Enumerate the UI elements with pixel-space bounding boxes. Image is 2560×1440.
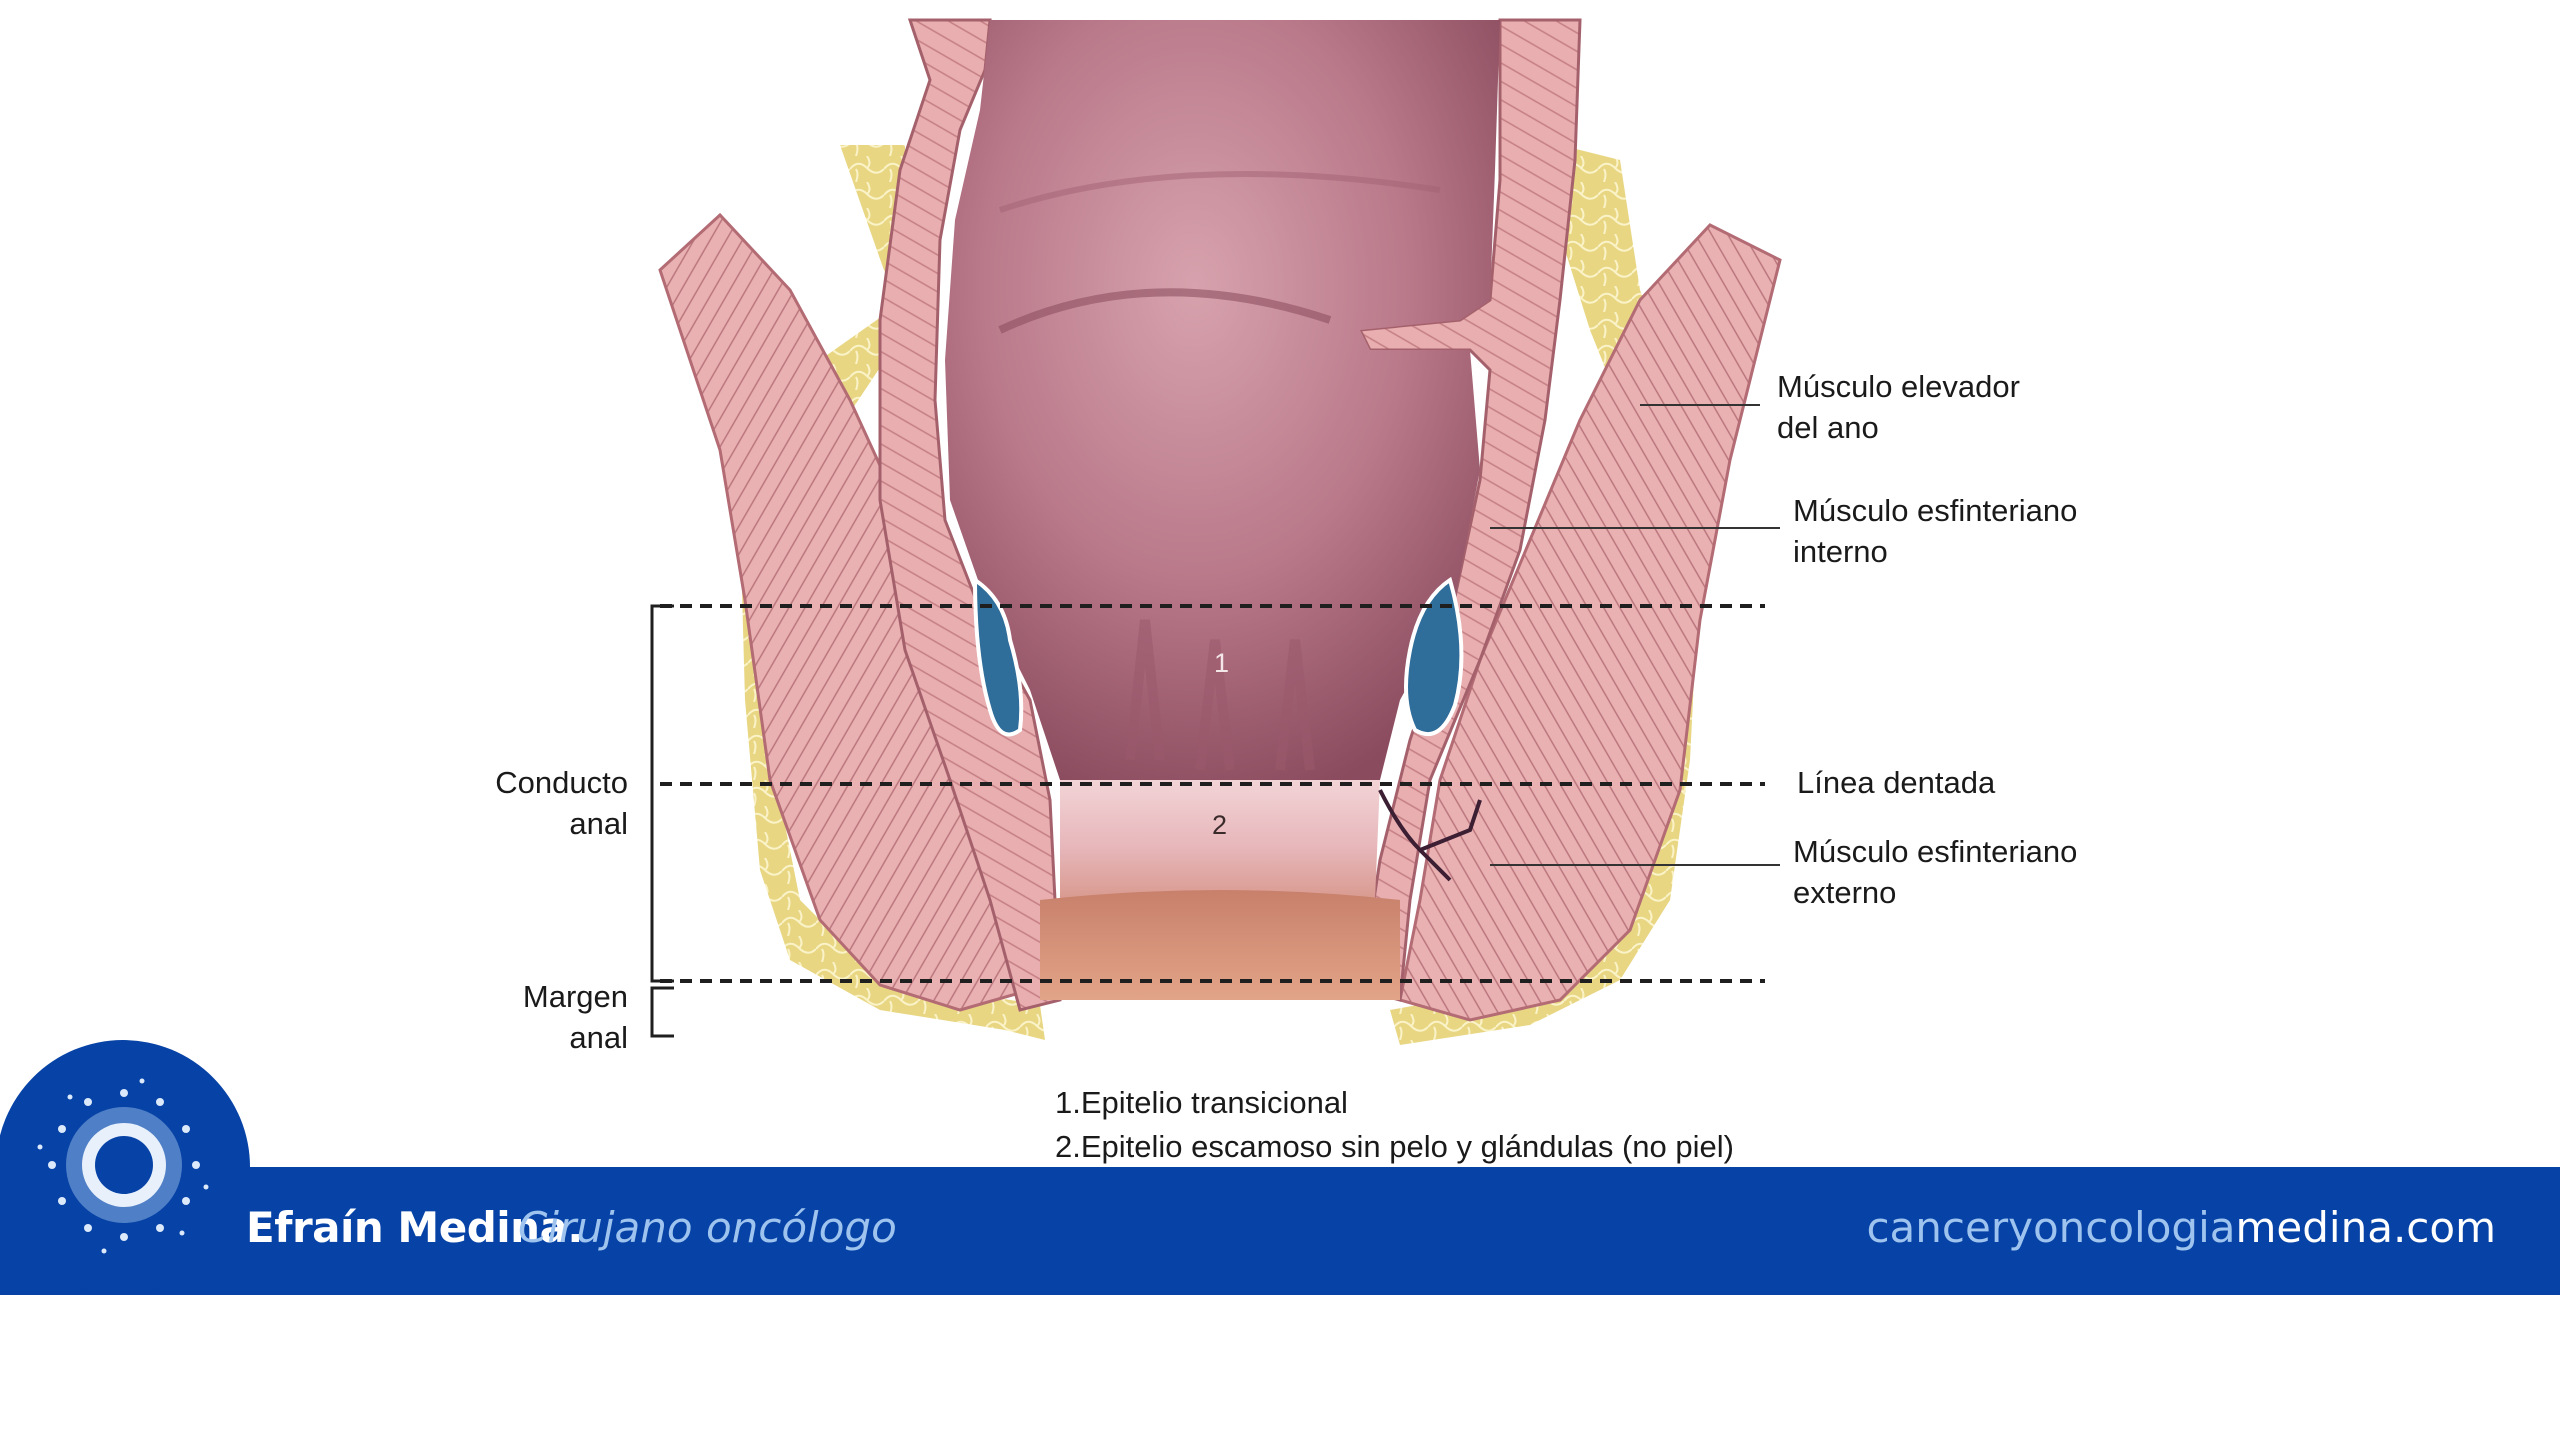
site-url-link[interactable]: canceryoncologiamedina.com — [1866, 1200, 2496, 1256]
rectal-lumen — [945, 20, 1500, 780]
hemorrhoidal-plexus-right — [1404, 576, 1464, 737]
label-internal-sphincter: Músculo esfinteriano interno — [1793, 493, 2078, 569]
nerve-branch — [1378, 789, 1482, 882]
label-leader-lines — [1490, 404, 1780, 866]
zone-1-number: 1 — [1214, 648, 1230, 678]
levator-ani-right — [1398, 223, 1782, 1022]
legend-item-2: 2.Epitelio escamoso sin pelo y glándulas… — [1055, 1129, 1734, 1164]
label-anal-margin: Margen anal — [522, 979, 628, 1055]
label-dentate-line: Línea dentada — [1797, 765, 1996, 800]
hemorrhoidal-plexus-left — [972, 576, 1024, 737]
anal-canal-lower-zone — [1040, 780, 1400, 1000]
label-anal-canal: Conducto anal — [495, 765, 628, 841]
dashed-reference-lines — [660, 604, 1765, 983]
zone-2-number: 2 — [1212, 810, 1228, 840]
legend-item-1: 1.Epitelio transicional — [1055, 1085, 1348, 1120]
footer-bar — [0, 1167, 2560, 1295]
anal-margin-bracket — [650, 986, 674, 1038]
label-levator-ani: Músculo elevador del ano — [1777, 369, 2020, 445]
logo-mark — [37, 1078, 209, 1254]
brand-name: Efraín Medina. — [246, 1203, 583, 1252]
site-url-part-2: medina.com — [2235, 1203, 2497, 1252]
brand-role: Cirujano oncólogo — [518, 1203, 897, 1252]
site-url-part-1: canceryoncologia — [1866, 1203, 2236, 1252]
anal-canal-bracket — [650, 604, 674, 983]
label-external-sphincter: Músculo esfinteriano externo — [1793, 834, 2078, 910]
